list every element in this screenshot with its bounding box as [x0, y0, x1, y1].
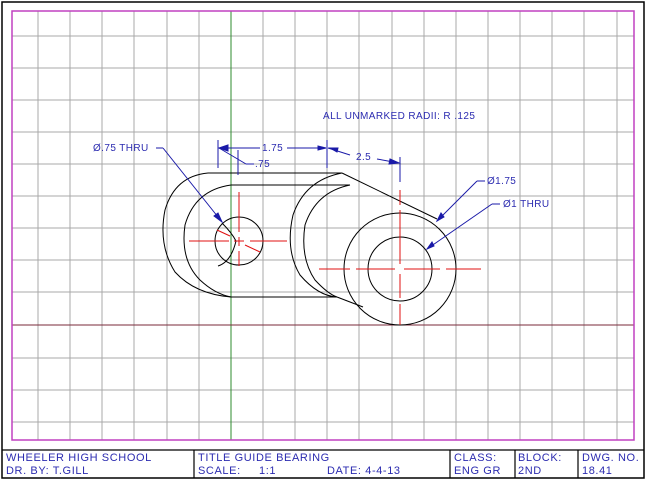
radii-note: ALL UNMARKED RADII: R .125	[323, 111, 476, 122]
limits-border	[11, 10, 635, 441]
offset-dim: .75	[255, 159, 271, 170]
class-value: ENG GR	[454, 465, 501, 477]
class-label: CLASS:	[454, 452, 497, 464]
drawing-number-label: DWG. NO.	[582, 452, 640, 464]
center-distance-dim: 1.75	[262, 143, 284, 154]
center-lines	[189, 190, 481, 325]
scale-value: 1:1	[259, 465, 277, 477]
scale-label: SCALE:	[198, 465, 241, 477]
boss-diameter-callout: Ø1.75	[487, 176, 517, 187]
grid	[12, 11, 634, 440]
right-offset-dim: 2.5	[356, 152, 372, 163]
drawing-title: TITLE GUIDE BEARING	[198, 452, 330, 464]
drawn-by: DR. BY: T.GILL	[6, 465, 89, 477]
block-value: 2ND	[518, 465, 542, 477]
dimension-lines	[156, 140, 500, 251]
date: DATE: 4-4-13	[327, 465, 401, 477]
title-block-lines	[2, 449, 644, 478]
school-name: WHEELER HIGH SCHOOL	[6, 452, 152, 464]
drawing-number-value: 18.41	[582, 465, 613, 477]
left-hole-callout: Ø.75 THRU	[93, 143, 149, 154]
block-label: BLOCK:	[518, 452, 562, 464]
right-hole-callout: Ø1 THRU	[503, 199, 550, 210]
